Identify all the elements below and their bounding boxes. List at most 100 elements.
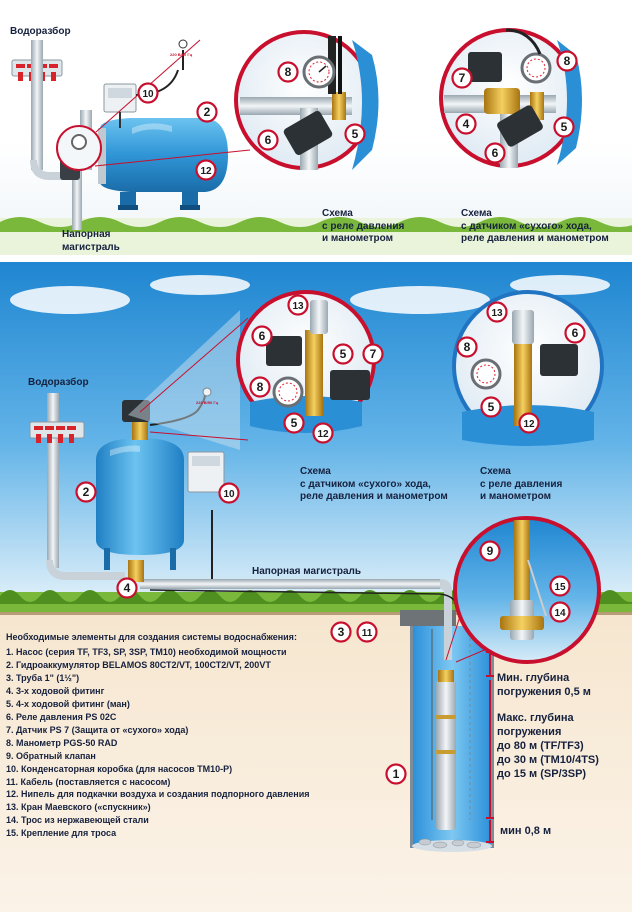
legend-item: 14. Трос из нержавеющей стали [6, 815, 149, 826]
top-scheme-dry-line3: реле давления и манометром [461, 233, 609, 244]
top-scheme-dry-line2: с датчиком «сухого» хода, [461, 220, 592, 232]
top-pressure-line-line1: Напорная [62, 229, 111, 240]
marker-circle-12 [312, 422, 334, 444]
marker-circle-3 [330, 621, 352, 643]
legend-item: 11. Кабель (поставляется с насосом) [6, 776, 171, 787]
bottom-gap-label: мин 0,8 м [500, 825, 552, 837]
top-pressure-line-label: Напорная магистраль [62, 229, 120, 254]
marker-circle-14 [549, 601, 571, 623]
legend-item: 8. Манометр PGS-50 RAD [6, 737, 118, 748]
marker-circle-6 [484, 142, 506, 164]
marker-label-8: 8 [257, 380, 264, 394]
marker-label-10: 10 [223, 489, 235, 500]
marker-circle-5 [332, 343, 354, 365]
bottom-scheme-relay-caption: Схема с реле давления и манометром [480, 466, 562, 504]
marker-label-8: 8 [564, 54, 571, 68]
marker-circle-9 [479, 540, 501, 562]
top-scheme-relay-caption: Схема с реле давления и манометром [322, 208, 404, 246]
marker-circle-5 [283, 412, 305, 434]
max-depth-line5: до 15 м (SP/3SP) [497, 768, 587, 780]
bottom-scheme-dry-line2: с датчиком «сухого» хода, [300, 478, 431, 490]
marker-label-6: 6 [265, 133, 272, 147]
marker-circle-15 [549, 575, 571, 597]
bottom-scheme-relay-line2: с реле давления [480, 478, 563, 490]
marker-circle-10 [218, 482, 240, 504]
legend-list: 1. Насос (серия TF, TF3, SP, 3SP, TM10) … [6, 646, 310, 840]
marker-circle-6 [564, 322, 586, 344]
marker-label-7: 7 [370, 347, 377, 361]
legend-item: 9. Обратный клапан [6, 750, 96, 761]
marker-circle-11 [356, 621, 378, 643]
legend-item: 7. Датчик PS 7 (Защита от «сухого» хода) [6, 724, 189, 735]
legend-item: 15. Крепление для троса [6, 828, 117, 839]
marker-circle-13 [486, 301, 508, 323]
marker-circle-1 [385, 763, 407, 785]
legend-item: 5. 4-х ходовой фитинг (ман) [6, 698, 130, 709]
marker-circle-7 [362, 343, 384, 365]
marker-circle-4 [116, 577, 138, 599]
marker-circle-8 [556, 50, 578, 72]
top-scheme-dry-line1: Схема [461, 208, 492, 219]
max-depth-line3: до 80 м (TF/TF3) [497, 740, 584, 752]
marker-label-8: 8 [285, 65, 292, 79]
min-depth-line2: погружения 0,5 м [497, 686, 591, 698]
marker-circle-12 [195, 159, 217, 181]
marker-label-7: 7 [459, 71, 466, 85]
marker-label-12: 12 [317, 429, 329, 440]
marker-label-9: 9 [487, 544, 494, 558]
min-depth-line1: Мин. глубина [497, 672, 570, 684]
marker-label-6: 6 [259, 329, 266, 343]
marker-circle-5 [553, 116, 575, 138]
bottom-water-intake-label: Водоразбор [28, 377, 89, 388]
legend-item: 6. Реле давления PS 02C [6, 711, 117, 722]
marker-label-1: 1 [393, 767, 400, 781]
top-pressure-line-line2: магистраль [62, 241, 120, 253]
legend-item: 12. Нипель для подкачки воздуха и создан… [6, 789, 310, 800]
top-water-intake-label: Водоразбор [10, 26, 71, 37]
marker-circle-6 [251, 325, 273, 347]
bottom-scheme-relay-line1: Схема [480, 466, 511, 477]
marker-label-10: 10 [142, 89, 154, 100]
legend-item: 1. Насос (серия TF, TF3, SP, 3SP, TM10) … [6, 647, 287, 657]
max-depth-line4: до 30 м (TM10/4TS) [497, 754, 599, 766]
marker-circle-5 [480, 396, 502, 418]
marker-circle-2 [196, 101, 218, 123]
legend-title: Необходимые элементы для создания систем… [6, 632, 297, 642]
marker-label-5: 5 [352, 127, 359, 141]
marker-circle-12 [518, 412, 540, 434]
marker-label-13: 13 [491, 308, 503, 319]
marker-label-4: 4 [463, 117, 470, 131]
min-depth-label: Мин. глубина погружения 0,5 м [497, 671, 591, 699]
bottom-pressure-line-label: Напорная магистраль [252, 566, 362, 577]
legend-item: 4. 3-х ходовой фитинг [6, 685, 105, 696]
max-depth-line1: Макс. глубина [497, 712, 574, 724]
marker-label-5: 5 [340, 347, 347, 361]
marker-label-14: 14 [554, 608, 566, 619]
legend-item: 13. Кран Маевского («спускник») [6, 802, 151, 813]
marker-label-11: 11 [362, 628, 373, 639]
marker-circle-13 [287, 294, 309, 316]
marker-circle-10 [137, 82, 159, 104]
marker-label-12: 12 [523, 419, 535, 430]
max-depth-label: Макс. глубина погружения до 80 м (TF/TF3… [497, 711, 599, 781]
marker-label-13: 13 [292, 301, 304, 312]
marker-circle-8 [277, 61, 299, 83]
marker-circle-7 [451, 67, 473, 89]
top-scheme-relay-line1: Схема [322, 208, 353, 219]
marker-circle-2 [75, 481, 97, 503]
marker-circle-4 [455, 113, 477, 135]
max-depth-line2: погружения [497, 726, 562, 738]
top-scheme-relay-line2: с реле давления [322, 220, 405, 232]
marker-label-3: 3 [338, 625, 345, 639]
marker-circle-5 [344, 123, 366, 145]
marker-label-2: 2 [83, 485, 90, 499]
legend-item: 2. Гидроаккумулятор BELAMOS 80СТ2/VT, 10… [6, 659, 271, 670]
bottom-scheme-dry-line3: реле давления и манометром [300, 491, 448, 502]
legend-item: 3. Труба 1" (1½") [6, 672, 80, 683]
marker-label-5: 5 [561, 120, 568, 134]
marker-label-15: 15 [554, 582, 566, 593]
bottom-scheme-relay-line3: и манометром [480, 491, 551, 502]
marker-label-5: 5 [291, 416, 298, 430]
